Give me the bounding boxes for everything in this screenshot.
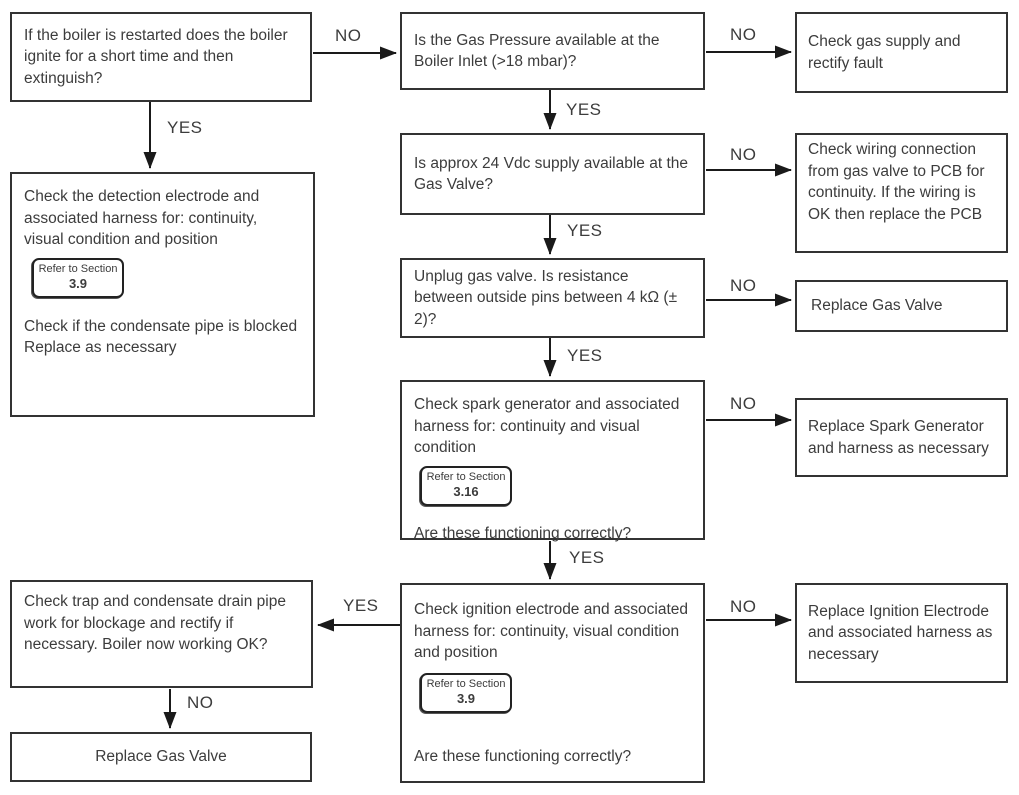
refer-section-number: 3.9 [68, 275, 88, 291]
node-text: Check ignition electrode and associated … [414, 601, 689, 661]
refer-to-section-box: Refer to Section 3.9 [32, 257, 124, 298]
edge-label-resistance-yes: YES [567, 346, 603, 365]
node-text: Check spark generator and associated har… [414, 396, 680, 456]
refer-label: Refer to Section [426, 470, 506, 483]
node-text: Replace Gas Valve [95, 748, 227, 766]
node-text: Is approx 24 Vdc supply available at the… [414, 154, 689, 194]
node-text: Replace Ignition Electrode and associate… [808, 602, 993, 663]
node-text: Check if the condensate pipe is blocked [24, 317, 298, 335]
node-vdc-question: Is approx 24 Vdc supply available at the… [400, 133, 705, 215]
node-text: Check the detection electrode and associ… [24, 188, 260, 248]
node-text: Replace as necessary [24, 339, 177, 356]
node-replace-ignition-electrode: Replace Ignition Electrode and associate… [795, 583, 1008, 683]
refer-section-number: 3.16 [453, 483, 479, 499]
refer-label: Refer to Section [38, 262, 118, 275]
node-text: If the boiler is restarted does the boil… [24, 26, 288, 87]
node-text: Unplug gas valve. Is resistance between … [414, 267, 678, 328]
edge-label-spark-no: NO [730, 394, 757, 413]
edge-label-resistance-no: NO [730, 276, 757, 295]
node-replace-spark-generator: Replace Spark Generator and harness as n… [795, 398, 1008, 477]
node-text: Check wiring connection from gas valve t… [808, 141, 985, 223]
node-restart-question: If the boiler is restarted does the boil… [10, 12, 312, 102]
edge-label-restart-no: NO [335, 26, 362, 45]
edge-label-spark-yes: YES [569, 548, 605, 567]
node-spark-generator: Check spark generator and associated har… [400, 380, 705, 542]
node-check-wiring: Check wiring connection from gas valve t… [795, 133, 1008, 253]
refer-to-section-box: Refer to Section 3.9 [420, 672, 512, 713]
node-replace-gas-valve-right: Replace Gas Valve [795, 280, 1008, 332]
edge-label-ignition-yes: YES [343, 596, 379, 615]
node-check-trap: Check trap and condensate drain pipe wor… [10, 580, 313, 688]
edge-label-pressure-no: NO [730, 25, 757, 44]
node-detection-electrode: Check the detection electrode and associ… [10, 172, 315, 417]
node-text: Are these functioning correctly? [414, 747, 632, 765]
node-resistance-question: Unplug gas valve. Is resistance between … [400, 258, 705, 338]
node-text: Is the Gas Pressure available at the Boi… [414, 31, 660, 71]
refer-label: Refer to Section [426, 677, 506, 690]
node-text: Check trap and condensate drain pipe wor… [24, 593, 286, 653]
refer-section-number: 3.9 [456, 690, 476, 706]
edge-label-vdc-yes: YES [567, 221, 603, 240]
node-gas-pressure-question: Is the Gas Pressure available at the Boi… [400, 12, 705, 90]
node-ignition-electrode: Check ignition electrode and associated … [400, 583, 705, 783]
edge-label-vdc-no: NO [730, 145, 757, 164]
node-replace-gas-valve-bottom: Replace Gas Valve [10, 732, 312, 782]
node-text: Check gas supply and rectify fault [808, 33, 961, 72]
edge-label-trap-no: NO [187, 693, 214, 712]
edge-label-restart-yes: YES [167, 118, 203, 137]
node-check-gas-supply: Check gas supply and rectify fault [795, 12, 1008, 93]
node-text: Replace Spark Generator and harness as n… [808, 418, 989, 457]
edge-label-ignition-no: NO [730, 597, 757, 616]
edge-label-pressure-yes: YES [566, 100, 602, 119]
refer-to-section-box: Refer to Section 3.16 [420, 465, 512, 506]
node-text: Replace Gas Valve [811, 297, 943, 315]
node-text: Are these functioning correctly? [414, 524, 632, 542]
